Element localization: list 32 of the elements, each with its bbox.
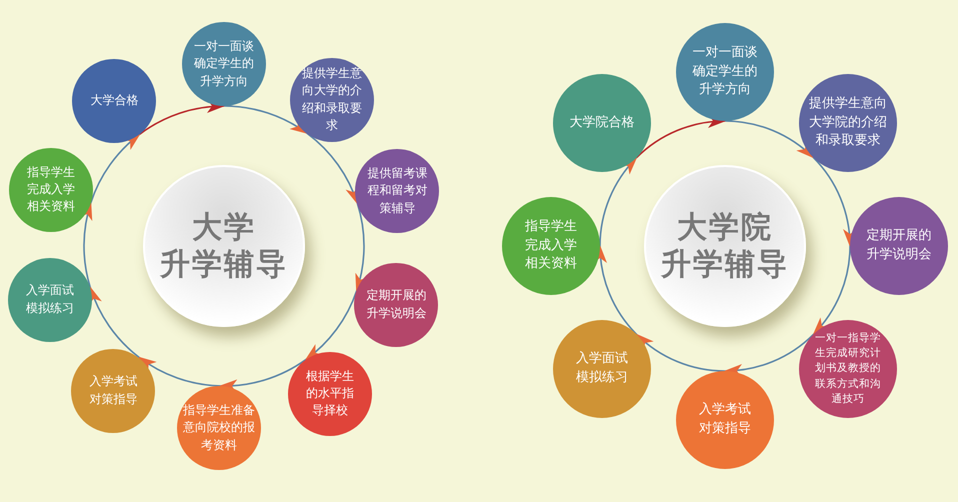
step-label: 定期开展的升学说明会 [365,287,428,322]
cycle-arrow [304,290,358,360]
step-label: 定期开展的升学说明会 [866,227,932,264]
center-title: 升学辅导 [160,246,288,284]
cycle-arrow [89,286,140,358]
step-label: 提供学生意向大学的介绍和录取要求 [301,64,364,134]
center-title: 升学辅导 [661,246,789,284]
step-label: 提供学生意向大学院的介绍和录取要求 [808,94,888,150]
center-title: 大学院 [677,208,773,246]
step-label: 一对一指导学生完成研究计划书及教授的联系方式和沟通技巧 [814,330,882,407]
step-label: 入学考试对策指导 [88,373,138,408]
step-label: 大学院合格 [568,114,636,132]
step-label: 指导学生完成入学相关资料 [524,218,578,274]
step-label: 入学考试对策指导 [698,401,752,438]
step-label: 一对一面谈确定学生的升学方向 [192,38,255,90]
step-label: 入学面试模拟练习 [574,350,629,388]
cycle-arrow [138,356,220,387]
cycle-arrow [90,134,141,204]
step-label: 指导学生准备意向院校的报考资料 [182,402,256,454]
step-label: 提供留考课程和留考对策辅导 [366,164,428,217]
step-label: 指导学生完成入学相关资料 [26,164,76,216]
cycle-arrow [224,105,308,134]
cycle-arrow [306,132,358,205]
cycle-arrow [812,246,851,336]
step-label: 根据学生的水平指导择校 [305,368,356,420]
step-label: 大学合格 [89,92,140,109]
cycle-arrow [636,334,726,372]
center-title: 大学 [192,208,256,246]
step-label: 一对一面谈确定学生的升学方向 [692,44,758,100]
cycle-arrow [724,120,814,158]
step-label: 入学面试模拟练习 [25,282,76,316]
cycle-arrow [599,156,638,246]
